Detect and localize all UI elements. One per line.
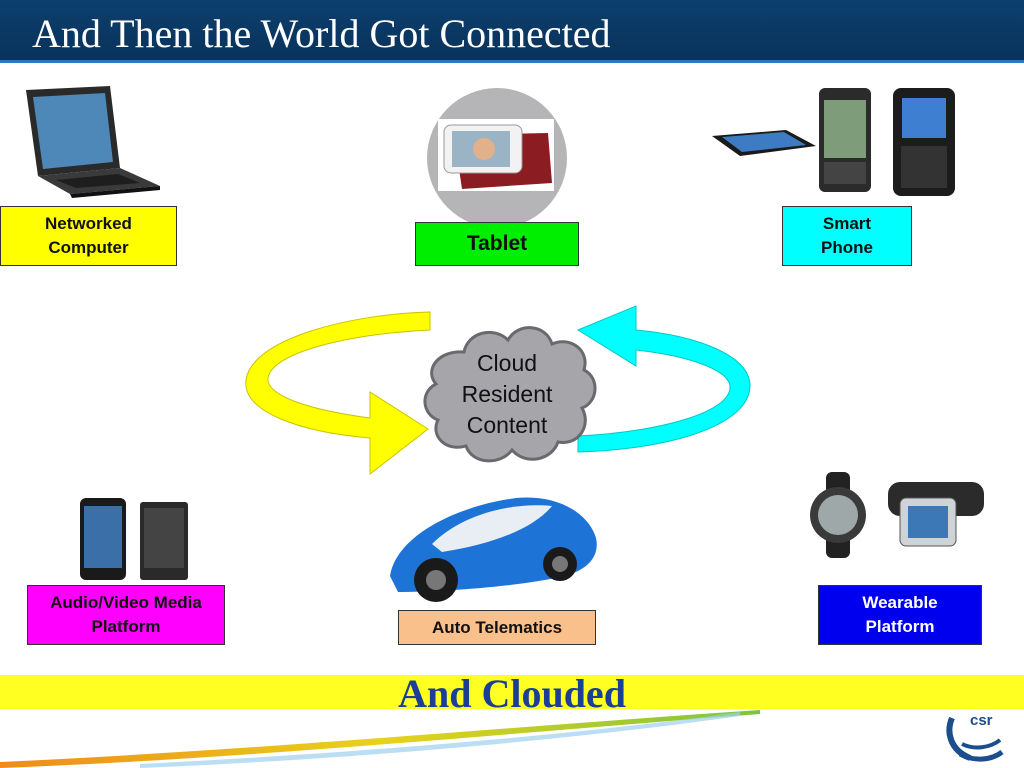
title-bar [0, 0, 1024, 62]
media-players-icon [80, 498, 188, 580]
cycle-arrows [245, 305, 751, 476]
label-networked-computer: Networked Computer [0, 206, 177, 266]
label-audio-video-media-platform: Audio/Video Media Platform [27, 585, 225, 645]
cyan-arrow-icon [576, 305, 751, 453]
label-wearable-platform: Wearable Platform [818, 585, 982, 645]
subtitle-band [0, 675, 1024, 709]
label-auto-telematics: Auto Telematics [398, 610, 596, 645]
tablet-icon [427, 88, 567, 228]
csr-logo-icon [946, 716, 1004, 762]
cloud-icon [423, 326, 597, 463]
decorative-swoosh [0, 710, 760, 768]
csr-logo-text: csr [970, 712, 993, 729]
watches-icon [810, 472, 984, 558]
label-smart-phone: Smart Phone [782, 206, 912, 266]
title-bar-underline [0, 60, 1024, 63]
slide-subtitle: And Clouded [398, 671, 626, 716]
laptop-icon [26, 86, 160, 198]
slide-title: And Then the World Got Connected [32, 11, 611, 56]
label-tablet: Tablet [415, 222, 579, 266]
car-icon [390, 497, 597, 602]
cloud-label: Cloud Resident Content [461, 350, 553, 438]
yellow-arrow-icon [245, 311, 431, 476]
smartphones-icon [712, 88, 955, 196]
